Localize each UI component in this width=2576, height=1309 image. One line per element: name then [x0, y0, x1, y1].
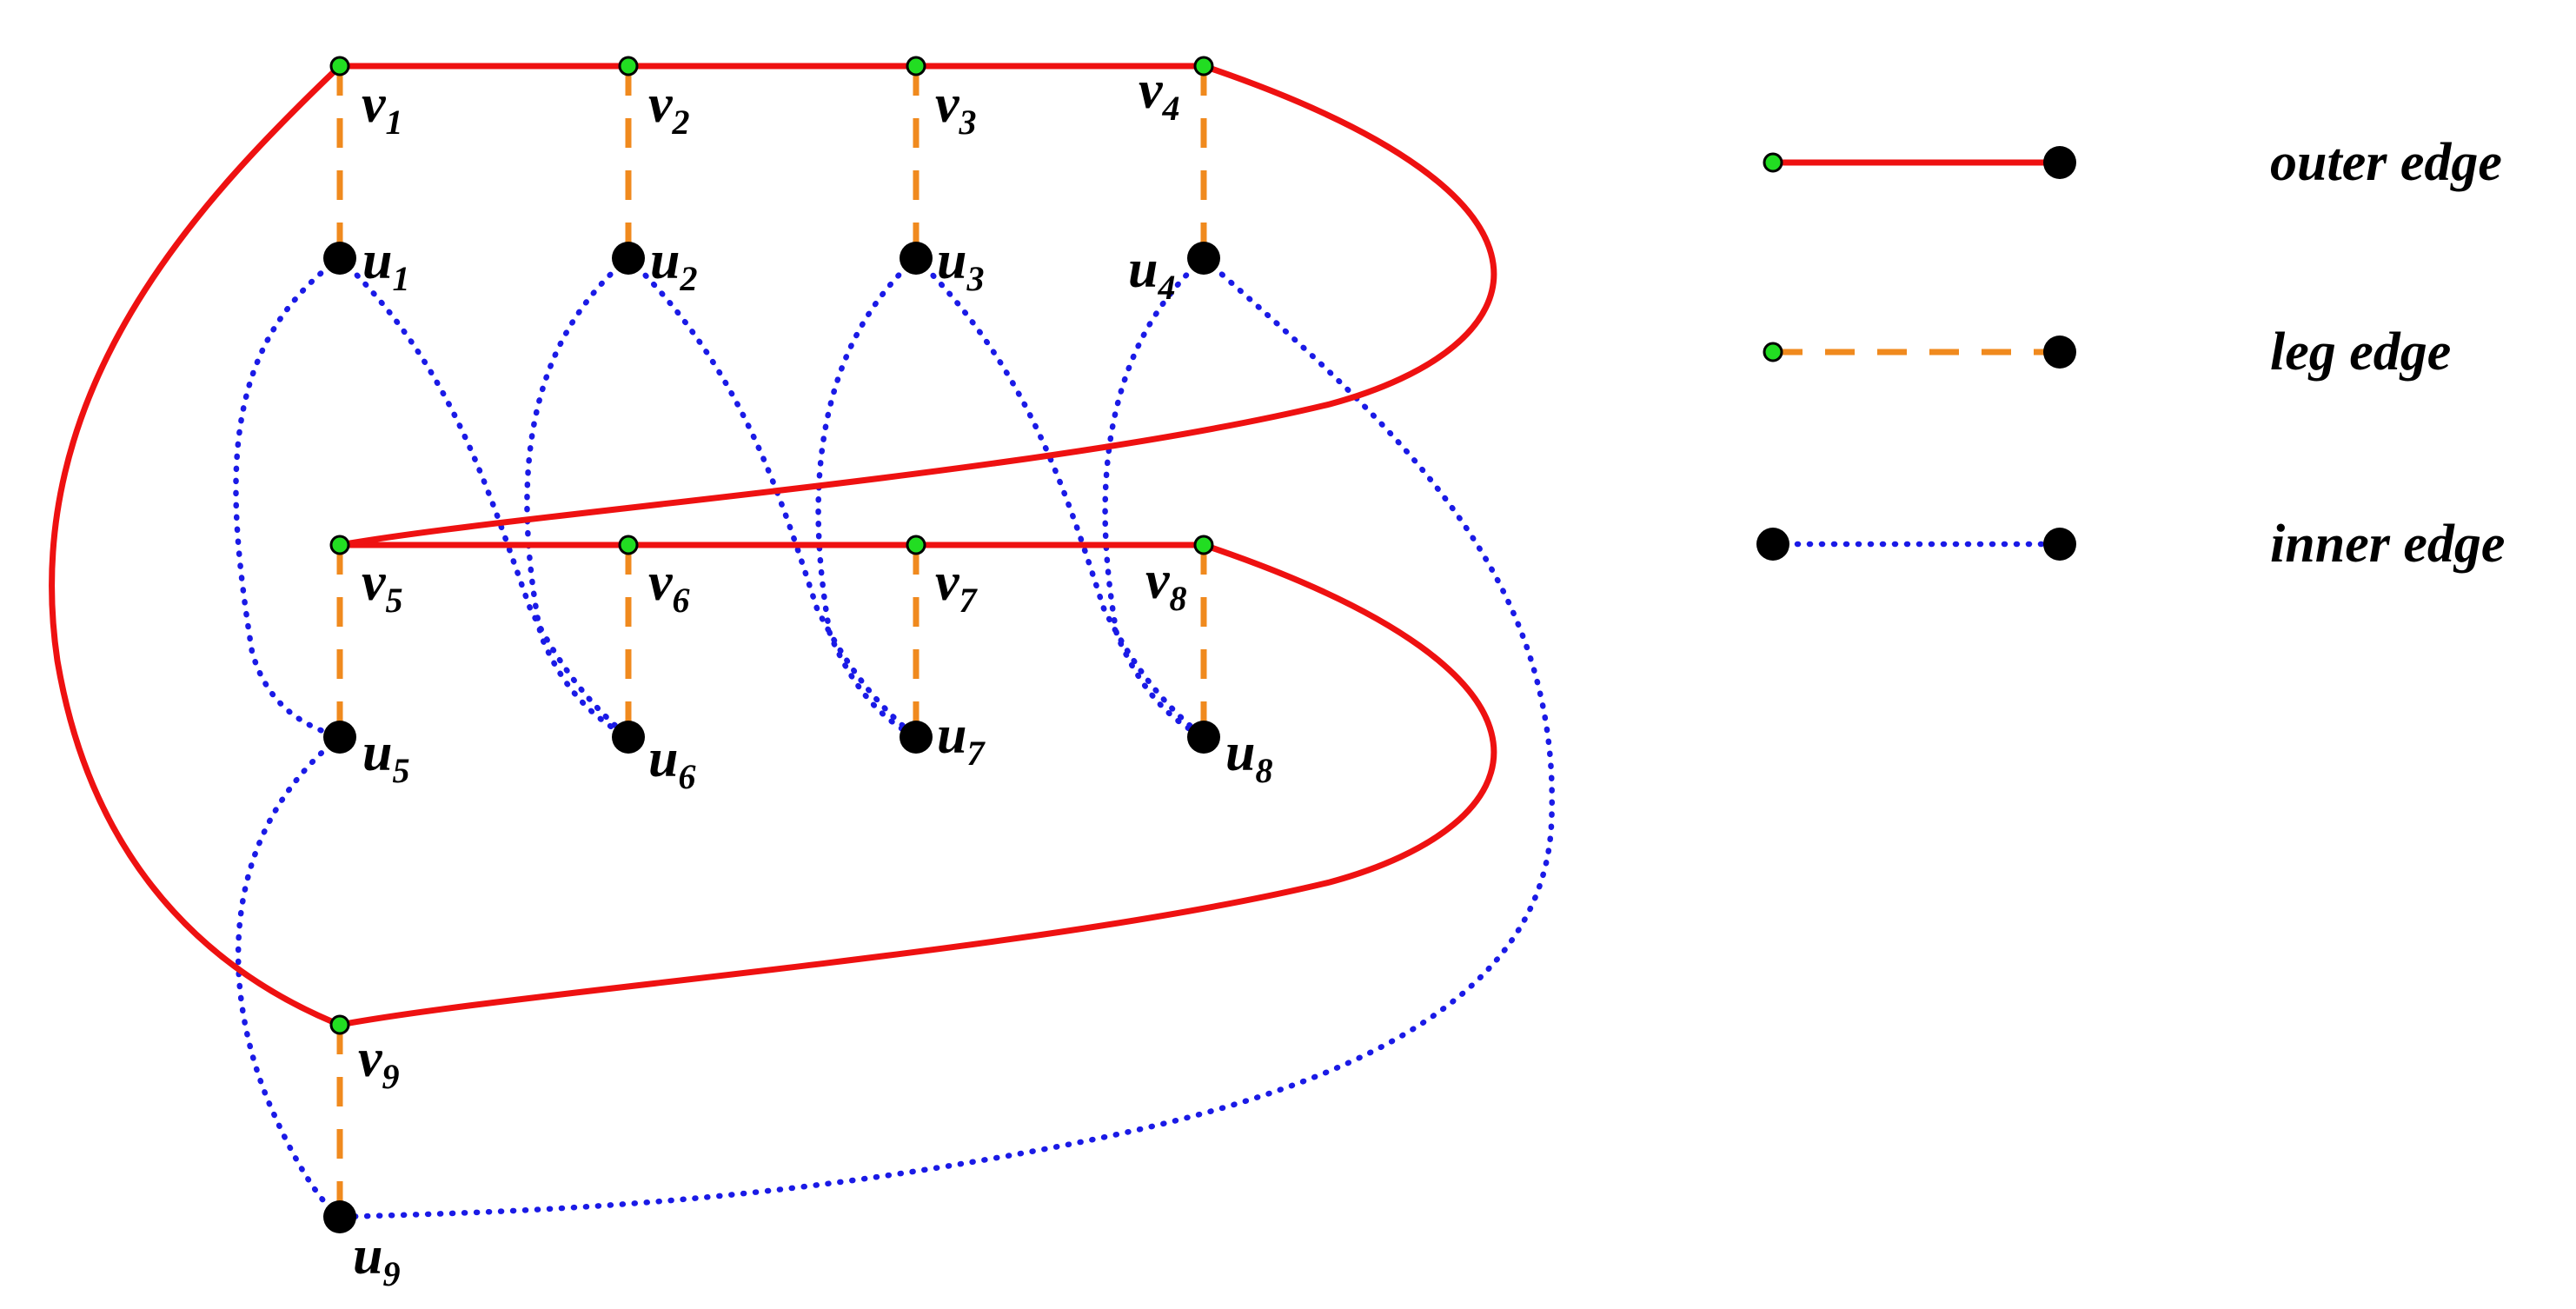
label-v1: v1	[362, 75, 403, 142]
inner-edge-u5-u9	[235, 734, 343, 1220]
label-u8: u8	[1225, 723, 1272, 790]
node-u4	[1187, 242, 1220, 275]
label-u4: u4	[1128, 240, 1175, 307]
node-v1	[329, 56, 350, 76]
outer-edge-v4-v5	[336, 63, 1497, 548]
node-u3	[900, 242, 933, 275]
labels-layer: v1 v2 v3 v4 v5 v6 v7 v8 v9 u1 u2 u3 u4 u5 u6 u7 u8 u9	[353, 61, 1272, 1293]
legend-inner-end-node	[2043, 528, 2076, 561]
outer-edge-v8-v9	[336, 542, 1497, 1028]
legend-label-outer: outer edge	[2270, 133, 2502, 192]
label-v4: v4	[1139, 61, 1180, 128]
legend-item-outer: outer edge	[1763, 133, 2502, 192]
legend-item-inner: inner edge	[1756, 515, 2505, 574]
label-u6: u6	[648, 729, 695, 796]
label-u5: u5	[362, 723, 409, 790]
nodes-layer	[323, 56, 1220, 1233]
node-v3	[906, 56, 926, 76]
legend-leg-end-node	[2043, 336, 2076, 369]
label-u1: u1	[362, 231, 409, 298]
label-v8: v8	[1145, 551, 1187, 618]
node-u9	[323, 1200, 356, 1233]
label-u9: u9	[353, 1226, 400, 1293]
node-v4	[1193, 56, 1214, 76]
node-u1	[323, 242, 356, 275]
label-u7: u7	[937, 706, 986, 773]
node-v9	[329, 1014, 350, 1035]
legend-label-leg: leg edge	[2270, 322, 2451, 382]
label-v9: v9	[358, 1029, 400, 1096]
node-v7	[906, 535, 926, 555]
legend-outer-end-node	[2043, 146, 2076, 179]
label-v3: v3	[935, 75, 977, 142]
legend-leg-start-node	[1763, 342, 1783, 362]
node-v8	[1193, 535, 1214, 555]
node-u2	[612, 242, 645, 275]
node-v2	[618, 56, 639, 76]
inner-edge-u2-u7	[625, 255, 920, 741]
label-u2: u2	[650, 231, 697, 298]
legend-outer-start-node	[1763, 152, 1783, 173]
legend-label-inner: inner edge	[2270, 515, 2505, 574]
label-u3: u3	[937, 231, 984, 298]
inner-edge-u3-u7	[815, 255, 920, 741]
node-u6	[612, 721, 645, 754]
inner-edge-u4-u9	[336, 255, 1556, 1220]
label-v7: v7	[935, 553, 979, 620]
node-u5	[323, 721, 356, 754]
label-v6: v6	[648, 553, 690, 620]
outer-edge-v1-v9	[49, 63, 343, 1028]
inner-edge-u1-u6	[336, 255, 632, 741]
edges-layer	[49, 63, 1556, 1220]
inner-edge-u1-u5	[233, 255, 343, 741]
node-u7	[900, 721, 933, 754]
node-u8	[1187, 721, 1220, 754]
inner-edge-u3-u8	[913, 255, 1207, 741]
inner-edge-u4-u8	[1102, 255, 1207, 741]
label-v5: v5	[362, 553, 403, 620]
node-v5	[329, 535, 350, 555]
legend-inner-start-node	[1756, 528, 1789, 561]
legend: outer edge leg edge inner edge	[1756, 133, 2505, 574]
label-v2: v2	[648, 75, 690, 142]
legend-item-leg: leg edge	[1763, 322, 2451, 382]
node-v6	[618, 535, 639, 555]
inner-edge-u2-u6	[524, 255, 632, 741]
